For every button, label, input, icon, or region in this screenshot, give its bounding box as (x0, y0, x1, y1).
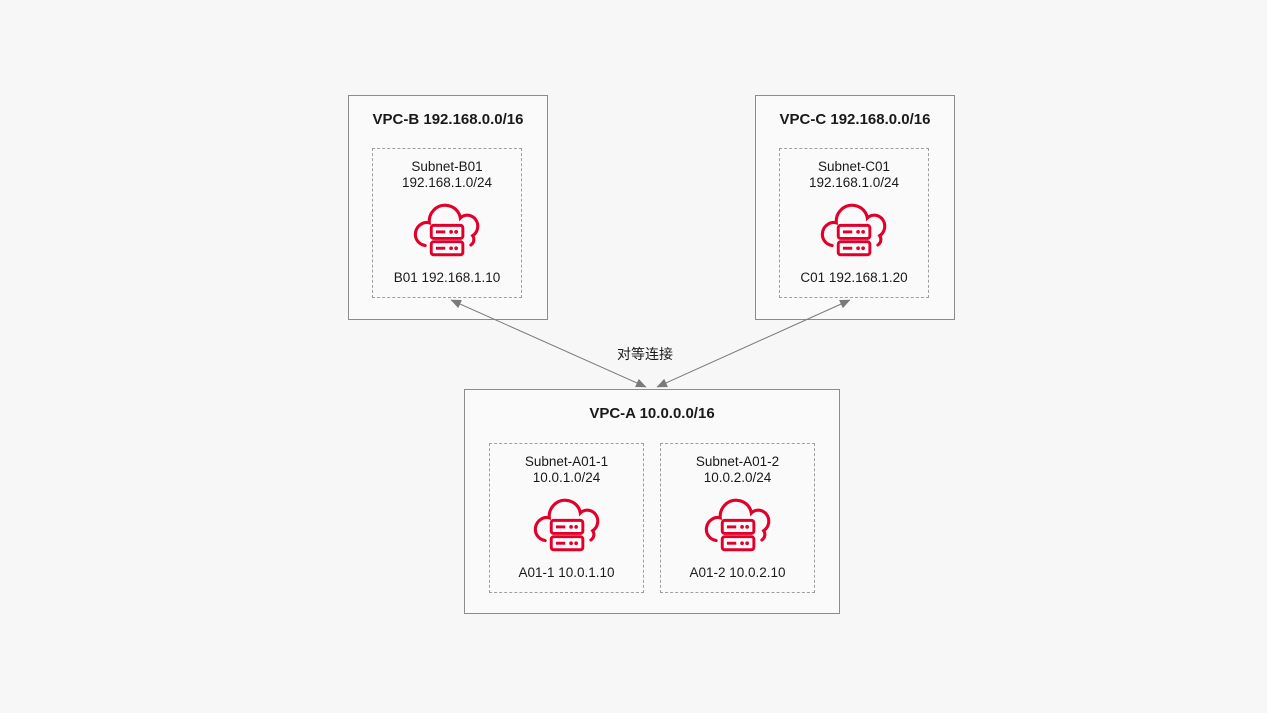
vpc-c-box: VPC-C 192.168.0.0/16 Subnet-C01 192.168.… (755, 95, 955, 320)
subnet-a01-1-name: Subnet-A01-1 (524, 454, 609, 469)
subnet-a01-2-name: Subnet-A01-2 (695, 454, 780, 469)
vpc-a-box: VPC-A 10.0.0.0/16 Subnet-A01-1 10.0.1.0/… (464, 389, 840, 614)
cloud-server-icon (532, 494, 602, 553)
server-c01-label: C01 192.168.1.20 (800, 270, 908, 285)
subnet-a01-2-cidr: 10.0.2.0/24 (703, 470, 772, 485)
vpc-a-title: VPC-A 10.0.0.0/16 (589, 405, 715, 422)
subnet-a01-1-box: Subnet-A01-1 10.0.1.0/24 A01-1 10.0.1.10 (489, 443, 644, 593)
vpc-b-title: VPC-B 192.168.0.0/16 (372, 111, 524, 128)
subnet-b01-box: Subnet-B01 192.168.1.0/24 B01 192.168.1.… (372, 148, 522, 298)
server-a01-1-label: A01-1 10.0.1.10 (518, 565, 615, 580)
subnet-c01-name: Subnet-C01 (817, 159, 891, 174)
cloud-server-icon (703, 494, 773, 553)
subnet-a01-1-cidr: 10.0.1.0/24 (532, 470, 601, 485)
subnet-c01-box: Subnet-C01 192.168.1.0/24 C01 192.168.1.… (779, 148, 929, 298)
subnet-b01-name: Subnet-B01 (411, 159, 483, 174)
peering-connection-label: 对等连接 (617, 346, 673, 362)
vpc-b-box: VPC-B 192.168.0.0/16 Subnet-B01 192.168.… (348, 95, 548, 320)
server-a01-2-label: A01-2 10.0.2.10 (689, 565, 786, 580)
subnet-a01-2-box: Subnet-A01-2 10.0.2.0/24 A01-2 10.0.2.10 (660, 443, 815, 593)
vpc-c-title: VPC-C 192.168.0.0/16 (779, 111, 931, 128)
server-b01-label: B01 192.168.1.10 (393, 270, 501, 285)
subnet-c01-cidr: 192.168.1.0/24 (808, 175, 900, 190)
cloud-server-icon (412, 199, 482, 258)
subnet-b01-cidr: 192.168.1.0/24 (401, 175, 493, 190)
cloud-server-icon (819, 199, 889, 258)
